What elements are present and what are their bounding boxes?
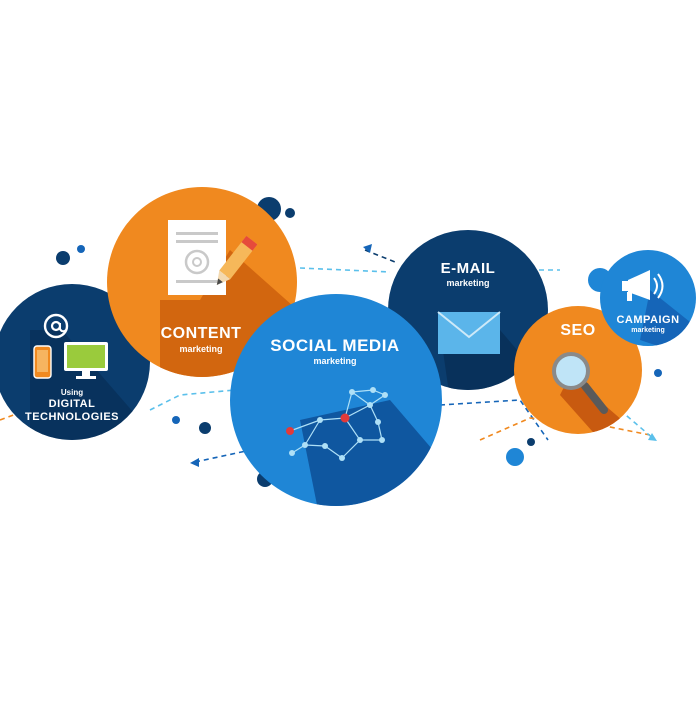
dot <box>56 251 70 265</box>
magnifier-icon <box>552 352 608 414</box>
social-subtitle: marketing <box>313 356 357 366</box>
arrow-heads <box>190 244 657 467</box>
email-title: E-MAIL <box>440 260 496 277</box>
arrow-head <box>648 433 657 441</box>
connector-line <box>479 417 651 441</box>
connector-line <box>619 409 656 441</box>
digital-technologies-circle <box>0 284 150 440</box>
content-marketing-circle <box>107 187 297 377</box>
dot <box>199 422 211 434</box>
connector-line <box>439 399 549 441</box>
connector-line <box>149 389 236 411</box>
phone-icon <box>33 345 52 379</box>
content-title: CONTENT <box>160 325 242 342</box>
campaign-subtitle: marketing <box>631 327 665 334</box>
network-nodes <box>286 387 388 461</box>
at-sign-icon <box>43 313 69 339</box>
envelope-icon <box>437 311 501 354</box>
connector-line <box>299 267 391 273</box>
dot <box>285 208 295 218</box>
dot <box>172 416 180 424</box>
dot <box>654 369 662 377</box>
digital-pre-label: Using <box>60 388 84 397</box>
social-title: SOCIAL MEDIA <box>270 336 400 355</box>
digital-title-line2: TECHNOLOGIES <box>24 411 120 423</box>
arrow-head <box>190 458 199 467</box>
email-subtitle: marketing <box>446 278 490 288</box>
campaign-title: CAMPAIGN <box>616 314 680 326</box>
digital-title-line1: DIGITAL <box>48 398 96 410</box>
seo-title: SEO <box>560 322 596 339</box>
content-subtitle: marketing <box>179 344 223 354</box>
document-pencil-icon <box>168 220 258 295</box>
dot <box>77 245 85 253</box>
megaphone-icon <box>622 270 664 301</box>
dot <box>527 438 535 446</box>
arrow-head <box>363 244 372 253</box>
dot <box>506 448 524 466</box>
monitor-icon <box>64 342 108 379</box>
